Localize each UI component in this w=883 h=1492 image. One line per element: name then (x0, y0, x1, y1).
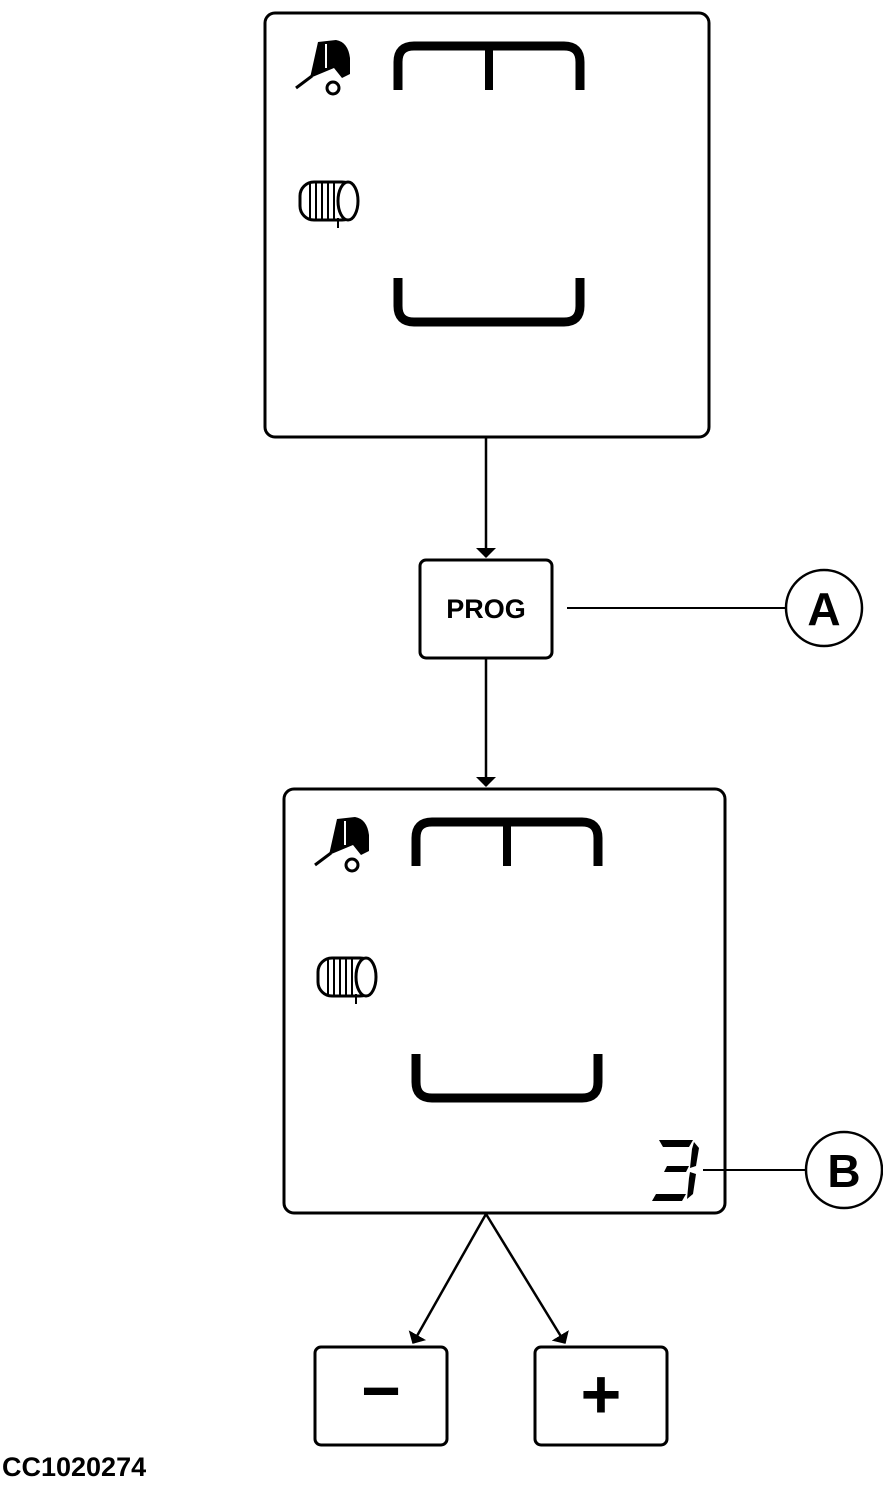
plus-button[interactable]: + (533, 1345, 669, 1447)
minus-button[interactable]: − (313, 1345, 449, 1447)
display-panel-initial (263, 11, 711, 439)
plus-button-label: + (581, 1355, 622, 1433)
callout-b: B (703, 1130, 883, 1210)
bale-shape-segment-bottom (411, 1054, 603, 1103)
program-digit: 3 (652, 1140, 699, 1201)
flow-arrow-to-minus (408, 1213, 488, 1344)
callout-b-label: B (827, 1145, 860, 1197)
bale-icon (298, 180, 360, 228)
figure-id: CC1020274 (2, 1452, 147, 1482)
bale-icon (316, 956, 378, 1004)
prog-button[interactable]: PROG (418, 558, 554, 660)
callout-a-label: A (807, 583, 840, 635)
baler-icon (314, 817, 369, 873)
display-panel-programming: 3 (282, 787, 727, 1215)
bale-shape-segment-bottom (393, 278, 585, 327)
prog-button-label: PROG (446, 594, 526, 624)
flow-arrow-to-plus (484, 1213, 569, 1344)
minus-button-label: − (361, 1353, 401, 1429)
baler-icon (295, 40, 350, 96)
callout-a: A (567, 568, 864, 648)
